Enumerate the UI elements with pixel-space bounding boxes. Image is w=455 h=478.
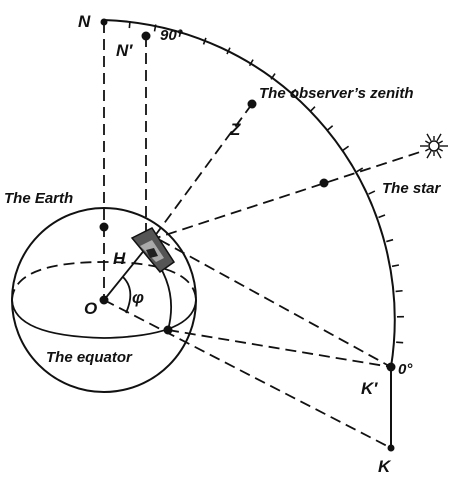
point-N <box>100 18 108 26</box>
arc-tick <box>309 106 316 113</box>
meridian-arc <box>103 19 396 368</box>
arc-tick <box>226 47 231 55</box>
point-K-prime <box>386 362 396 372</box>
arc-tick <box>386 238 394 243</box>
star-ray <box>426 150 432 159</box>
star-ray <box>436 133 442 142</box>
phi-angle-arc <box>122 276 132 314</box>
point-O <box>99 295 109 305</box>
horizon-dash <box>159 239 392 368</box>
point-Z <box>247 99 257 109</box>
arc-tick <box>270 73 276 80</box>
label-Z: Z <box>229 120 241 139</box>
star-ray <box>438 140 444 144</box>
arc-tick <box>378 214 386 219</box>
arc-tick <box>153 24 157 32</box>
label-N-prime: N′ <box>116 41 133 60</box>
label-O: O <box>84 299 97 318</box>
observer-instrument-icon <box>130 227 176 274</box>
radius-to-H <box>103 247 147 301</box>
arc-tick <box>368 190 376 195</box>
star-ray <box>438 148 444 152</box>
label-H: H <box>113 249 126 268</box>
arc-tick <box>326 125 334 131</box>
label-N: N <box>78 12 91 31</box>
star-ray <box>426 133 432 142</box>
point-N-prime <box>141 31 151 41</box>
point-K <box>387 444 395 452</box>
star-ray <box>424 148 430 152</box>
label-0-degrees: 0° <box>398 361 413 378</box>
equator-back <box>11 261 197 301</box>
point-equator <box>163 325 173 335</box>
arc-tick <box>290 88 297 96</box>
point-star-on-arc <box>319 178 329 188</box>
equator-to-K-prime-dash <box>167 329 392 368</box>
label-phi: φ <box>132 288 144 307</box>
label-zenith-caption: The observer’s zenith <box>259 85 414 102</box>
label-earth: The Earth <box>4 190 73 207</box>
star-ray <box>424 140 430 144</box>
label-equator: The equator <box>46 349 133 366</box>
arc-tick <box>396 341 404 344</box>
star-dash <box>149 151 421 241</box>
label-K: K <box>378 457 392 476</box>
center-to-K-dash <box>103 299 392 449</box>
arc-tick <box>248 59 254 67</box>
arc-ticks <box>128 21 404 344</box>
label-K-prime: K′ <box>361 379 378 398</box>
star-ray <box>436 150 442 159</box>
arc-tick <box>342 145 350 151</box>
arc-tick <box>202 37 207 45</box>
label-90-degrees: 90° <box>160 27 184 44</box>
zenith-dash <box>145 103 253 249</box>
arc-tick <box>178 29 182 38</box>
arc-tick <box>128 21 131 29</box>
star-burst-icon <box>420 133 448 159</box>
equator-front <box>11 299 197 339</box>
arc-tick <box>356 167 364 173</box>
arc-tick <box>395 289 403 293</box>
label-star: The star <box>382 180 442 197</box>
arc-tick <box>391 264 400 268</box>
point-earth-top <box>99 222 109 232</box>
